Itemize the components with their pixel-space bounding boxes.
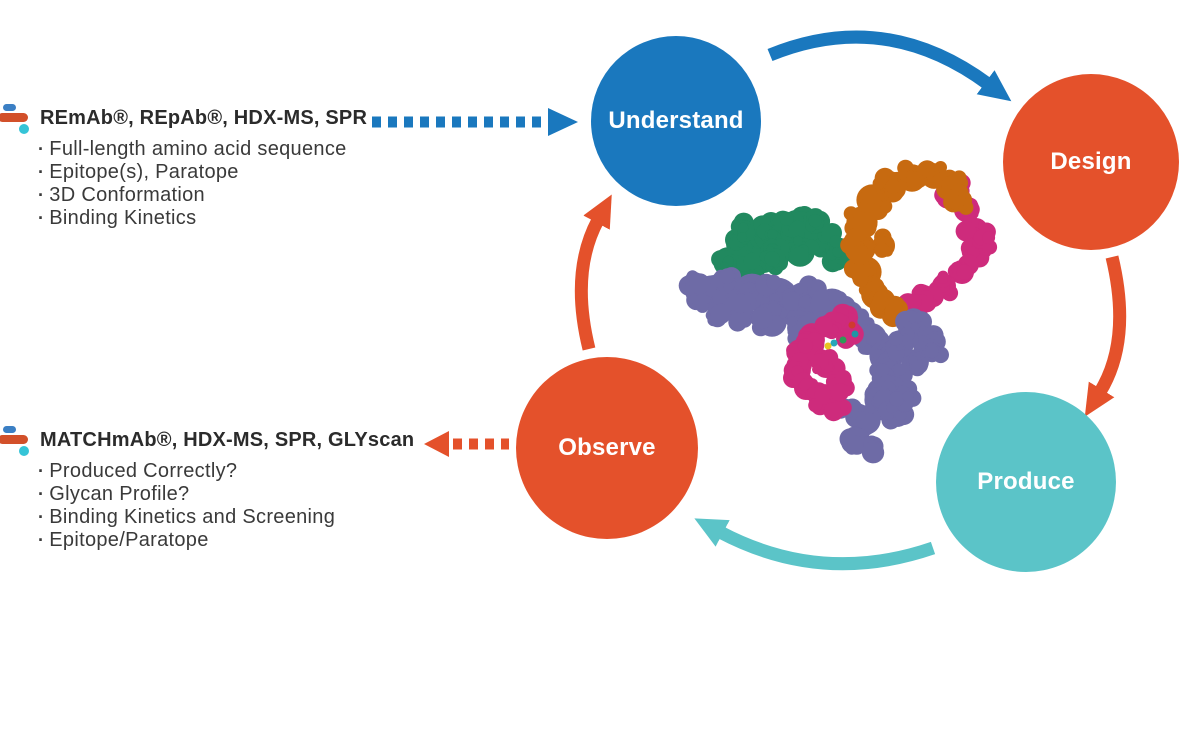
cycle-arrow-understand-to-design <box>767 30 1012 102</box>
cycle-step-understand: Understand <box>591 36 761 206</box>
bullet-dot: · <box>38 507 45 527</box>
logo-bar-orange <box>0 435 28 444</box>
antibody-molecule-illustration <box>678 159 998 464</box>
cycle-arrow-produce-to-observe <box>694 518 936 571</box>
bullet-item: ·Binding Kinetics and Screening <box>38 506 336 528</box>
cycle-step-label: Design <box>1050 148 1132 175</box>
bullet-dot: · <box>38 208 45 228</box>
bullet-item: ·Epitope(s), Paratope <box>38 161 239 183</box>
fc-stem-slate <box>833 306 949 464</box>
bullet-item: ·Produced Correctly? <box>38 460 238 482</box>
logo-dot-teal <box>19 124 29 134</box>
bullet-item: ·Glycan Profile? <box>38 483 190 505</box>
bullet-dot: · <box>38 162 45 182</box>
bullet-item: ·Epitope/Paratope <box>38 529 209 551</box>
cycle-step-label: Observe <box>558 434 656 461</box>
bullet-dot: · <box>38 185 45 205</box>
fc-stem-magenta <box>783 303 864 422</box>
dashed-arrow-to-understand <box>372 108 578 136</box>
cycle-step-label: Understand <box>608 107 744 134</box>
logo-dot-teal <box>19 446 29 456</box>
bullet-item: ·Full-length amino acid sequence <box>38 138 347 160</box>
logo-bar-blue <box>3 426 16 433</box>
dashed-arrow-from-observe <box>424 431 509 457</box>
fab-right-orange <box>840 159 974 328</box>
panel-heading: REmAb®, REpAb®, HDX-MS, SPR <box>40 107 368 129</box>
bullet-item: ·Binding Kinetics <box>38 207 197 229</box>
brand-logo-icon <box>0 424 32 457</box>
logo-bar-blue <box>3 104 16 111</box>
cycle-arrow-observe-to-understand <box>574 194 612 351</box>
cycle-arrow-design-to-produce <box>1084 255 1127 417</box>
bullet-dot: · <box>38 139 45 159</box>
cycle-step-label: Produce <box>977 468 1075 495</box>
methods-panel-understand: REmAb®, REpAb®, HDX-MS, SPR ·Full-length… <box>0 102 367 230</box>
bullet-item: ·3D Conformation <box>38 184 205 206</box>
cycle-step-produce: Produce <box>936 392 1116 572</box>
bullet-dot: · <box>38 461 45 481</box>
methods-panel-observe: MATCHmAb®, HDX-MS, SPR, GLYscan ·Produce… <box>0 424 414 552</box>
panel-heading: MATCHmAb®, HDX-MS, SPR, GLYscan <box>40 429 415 451</box>
brand-logo-icon <box>0 102 32 135</box>
logo-bar-orange <box>0 113 28 122</box>
cycle-step-design: Design <box>1003 74 1179 250</box>
bullet-dot: · <box>38 484 45 504</box>
cycle-step-observe: Observe <box>516 357 698 539</box>
bullet-dot: · <box>38 530 45 550</box>
